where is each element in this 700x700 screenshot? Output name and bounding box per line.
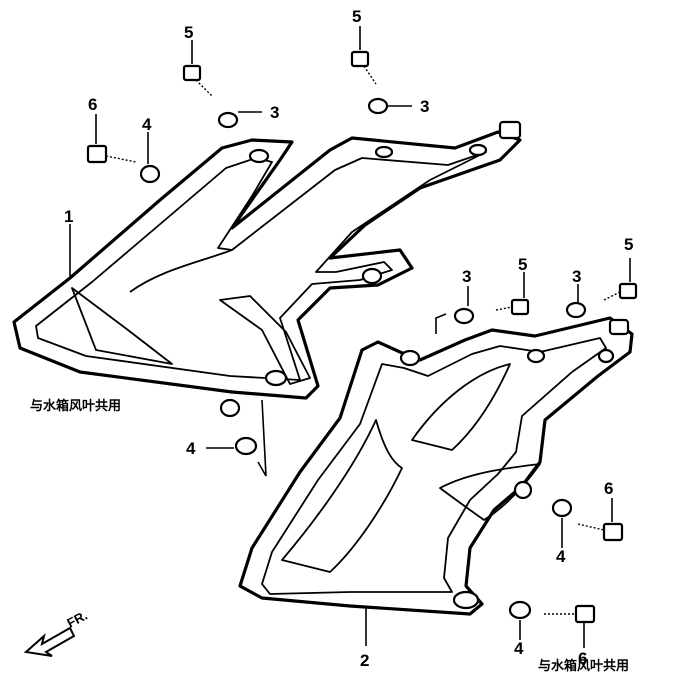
callout-5-top-left: 5 bbox=[184, 23, 193, 42]
bolt-5-center bbox=[495, 272, 530, 316]
bolt-5-right bbox=[603, 258, 638, 301]
front-label: FR. bbox=[64, 608, 90, 631]
grommet-3-top-left bbox=[217, 111, 262, 129]
front-arrow-icon bbox=[23, 626, 76, 657]
callout-3-center-right: 3 bbox=[572, 267, 581, 286]
callout-4-bottom: 4 bbox=[514, 639, 524, 658]
collar-4-bottom bbox=[508, 600, 532, 640]
callout-5-top-right: 5 bbox=[352, 7, 361, 26]
note-shared-right: 与水箱风叶共用 bbox=[538, 658, 629, 674]
bolt-6-bottom bbox=[544, 604, 596, 648]
collar-4-top-left bbox=[139, 132, 161, 184]
bracket-left bbox=[257, 399, 267, 477]
bolt-6-top-left bbox=[86, 114, 137, 164]
shroud-left-part-1 bbox=[12, 120, 522, 400]
callout-1: 1 bbox=[64, 207, 73, 226]
bolt-5-top-right bbox=[350, 26, 377, 85]
callout-4-left: 4 bbox=[186, 439, 196, 458]
callout-4-top-left: 4 bbox=[142, 115, 152, 134]
bracket-right bbox=[435, 313, 447, 334]
grommet-3-center-right bbox=[565, 284, 587, 319]
front-indicator: FR. bbox=[23, 608, 90, 657]
callout-3-top-left: 3 bbox=[270, 103, 279, 122]
callout-3-top-right: 3 bbox=[420, 97, 429, 116]
callout-3-center-left: 3 bbox=[462, 267, 471, 286]
grommet-3-center-left bbox=[453, 286, 475, 325]
callout-5-center: 5 bbox=[518, 255, 527, 274]
callout-5-right: 5 bbox=[624, 235, 633, 254]
bolt-6-right bbox=[577, 498, 624, 542]
callout-2: 2 bbox=[360, 651, 369, 670]
note-shared-left: 与水箱风叶共用 bbox=[30, 398, 121, 414]
callout-6-right: 6 bbox=[604, 479, 613, 498]
callout-4-right: 4 bbox=[556, 547, 566, 566]
grommet-3-top-right bbox=[367, 97, 412, 115]
collar-4-left bbox=[206, 398, 258, 456]
collar-4-right bbox=[551, 498, 573, 548]
bolt-5-top-left bbox=[182, 40, 213, 97]
callout-6-top-left: 6 bbox=[88, 95, 97, 114]
callout-6-bottom: 6 bbox=[578, 649, 587, 668]
shroud-right-part-2 bbox=[238, 316, 634, 616]
